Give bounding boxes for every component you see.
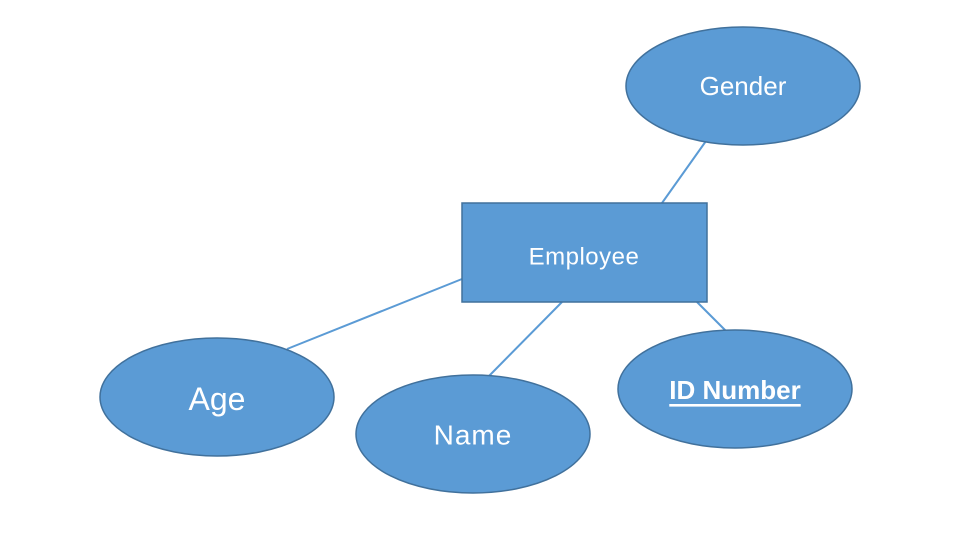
attribute-id-number: ID Number: [617, 329, 853, 449]
attribute-id-number-label: ID Number: [669, 375, 800, 405]
connector-name-employee: [487, 301, 563, 378]
attribute-age: Age: [99, 337, 335, 457]
attribute-gender-shape: [625, 26, 861, 146]
attribute-id-number-shape: [617, 329, 853, 449]
attribute-age-shape: [99, 337, 335, 457]
connector-gender-employee: [661, 140, 707, 204]
connector-idnumber-employee: [696, 301, 727, 332]
attribute-gender: Gender: [625, 26, 861, 146]
attribute-name: Name: [355, 374, 591, 494]
entity-employee: Employee: [461, 202, 708, 303]
connector-age-employee: [286, 278, 463, 350]
attribute-gender-label: Gender: [700, 71, 787, 101]
entity-employee-shape: [461, 202, 708, 303]
entity-employee-label: Employee: [529, 244, 640, 271]
attribute-name-shape: [355, 374, 591, 494]
attribute-name-label: Name: [434, 420, 513, 451]
attribute-age-label: Age: [189, 381, 246, 417]
